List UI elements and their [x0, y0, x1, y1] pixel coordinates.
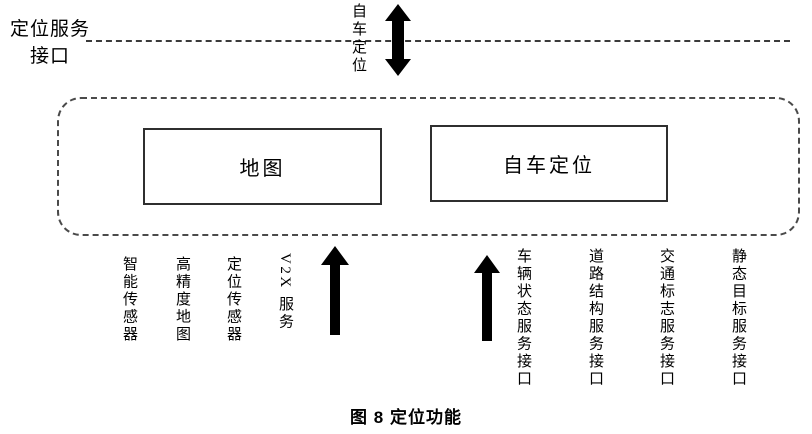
ego-positioning-box-label: 自车定位 [503, 155, 595, 177]
ego-positioning-flow-label: 自车定位 [350, 3, 366, 75]
input-label-hd-map: 高精度地图 [174, 256, 190, 344]
positioning-module-boundary [57, 97, 800, 236]
interface-label-road-structure: 道路结构服务接口 [587, 248, 603, 388]
map-box: 地图 [143, 128, 382, 205]
bidirectional-arrow-icon [385, 4, 411, 76]
input-up-arrow-right [474, 255, 500, 341]
interface-label-traffic-sign: 交通标志服务接口 [658, 248, 674, 388]
ego-positioning-box: 自车定位 [430, 125, 668, 202]
interface-label-static-target: 静态目标服务接口 [730, 248, 746, 388]
input-label-smart-sensors: 智能传感器 [121, 256, 137, 344]
service-label-line1: 定位服务 [9, 19, 90, 40]
service-interface-dashed-line [86, 40, 790, 42]
interface-label-vehicle-state: 车辆状态服务接口 [515, 248, 531, 388]
input-label-positioning-sensors: 定位传感器 [225, 256, 241, 344]
map-box-label: 地图 [239, 158, 286, 180]
input-up-arrow-left [321, 246, 349, 335]
service-label-line2: 接口 [29, 46, 70, 67]
input-label-v2x-service: V2X 服务 [277, 253, 293, 331]
figure-caption: 图 8 定位功能 [350, 408, 462, 427]
positioning-service-interface-label: 定位服务 接口 [6, 16, 94, 70]
